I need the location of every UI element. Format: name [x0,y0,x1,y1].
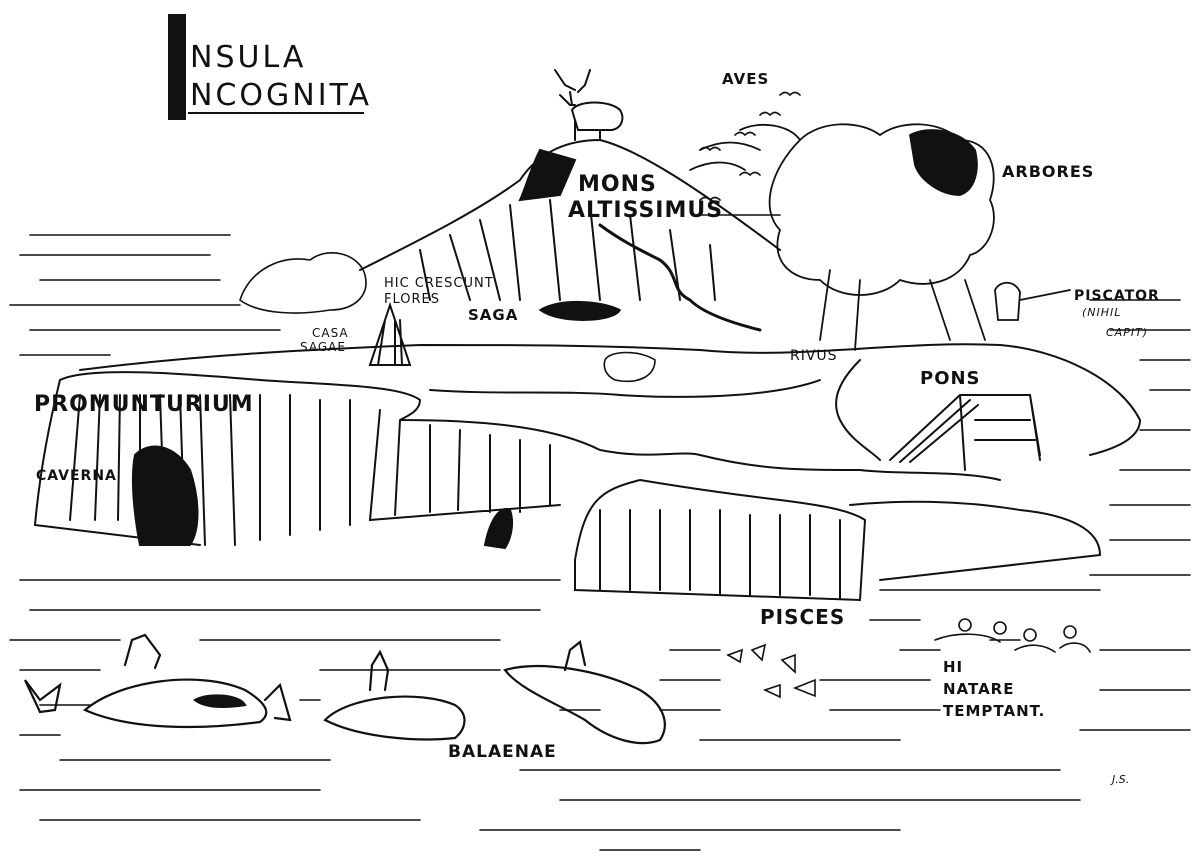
label-balaenae: BALAENAE [448,742,557,762]
label-altissimus: ALTISSIMUS [568,198,724,223]
title-line-1: NSULA [190,40,307,75]
label-promunturium: PROMUNTURIUM [34,392,254,417]
stag [554,69,624,141]
river [429,359,881,461]
plateau [33,343,1142,602]
label-hi: HI [943,658,964,676]
label-pons: PONS [920,368,981,389]
mountain [359,138,781,332]
swimmers [934,618,1091,653]
label-capit: CAPIT) [1106,326,1149,339]
label-arbores: ARBORES [1002,162,1095,181]
label-rivus: RIVUS [790,348,838,364]
label-saga: SAGA [468,306,519,324]
label-mons: MONS [578,172,657,197]
bridge [889,394,1041,471]
title-initial-bar [168,14,186,120]
label-hic-crescunt: HIC CRESCUNT [384,276,494,291]
label-aves: AVES [722,70,770,88]
label-temptant: TEMPTANT. [943,702,1046,720]
sea-lines [9,214,1191,851]
label-caverna: CAVERNA [36,468,117,484]
title-underline [188,112,364,114]
artist-signature: J.S. [1112,773,1130,786]
fish-group [726,643,816,699]
label-casa: CASA [312,326,349,340]
flower-bushes [239,251,656,382]
birds [699,91,801,202]
fisherman [994,281,1071,321]
label-nihil: (NIHIL [1082,306,1122,319]
label-flores: FLORES [384,292,440,307]
hut [368,301,412,366]
label-pisces: PISCES [760,605,846,629]
whales [24,633,666,745]
label-sagae: SAGAE [300,340,346,354]
trees [689,123,995,351]
title-line-2: NCOGNITA [190,78,373,113]
label-piscator: PISCATOR [1074,288,1160,304]
label-natare: NATARE [943,680,1015,698]
